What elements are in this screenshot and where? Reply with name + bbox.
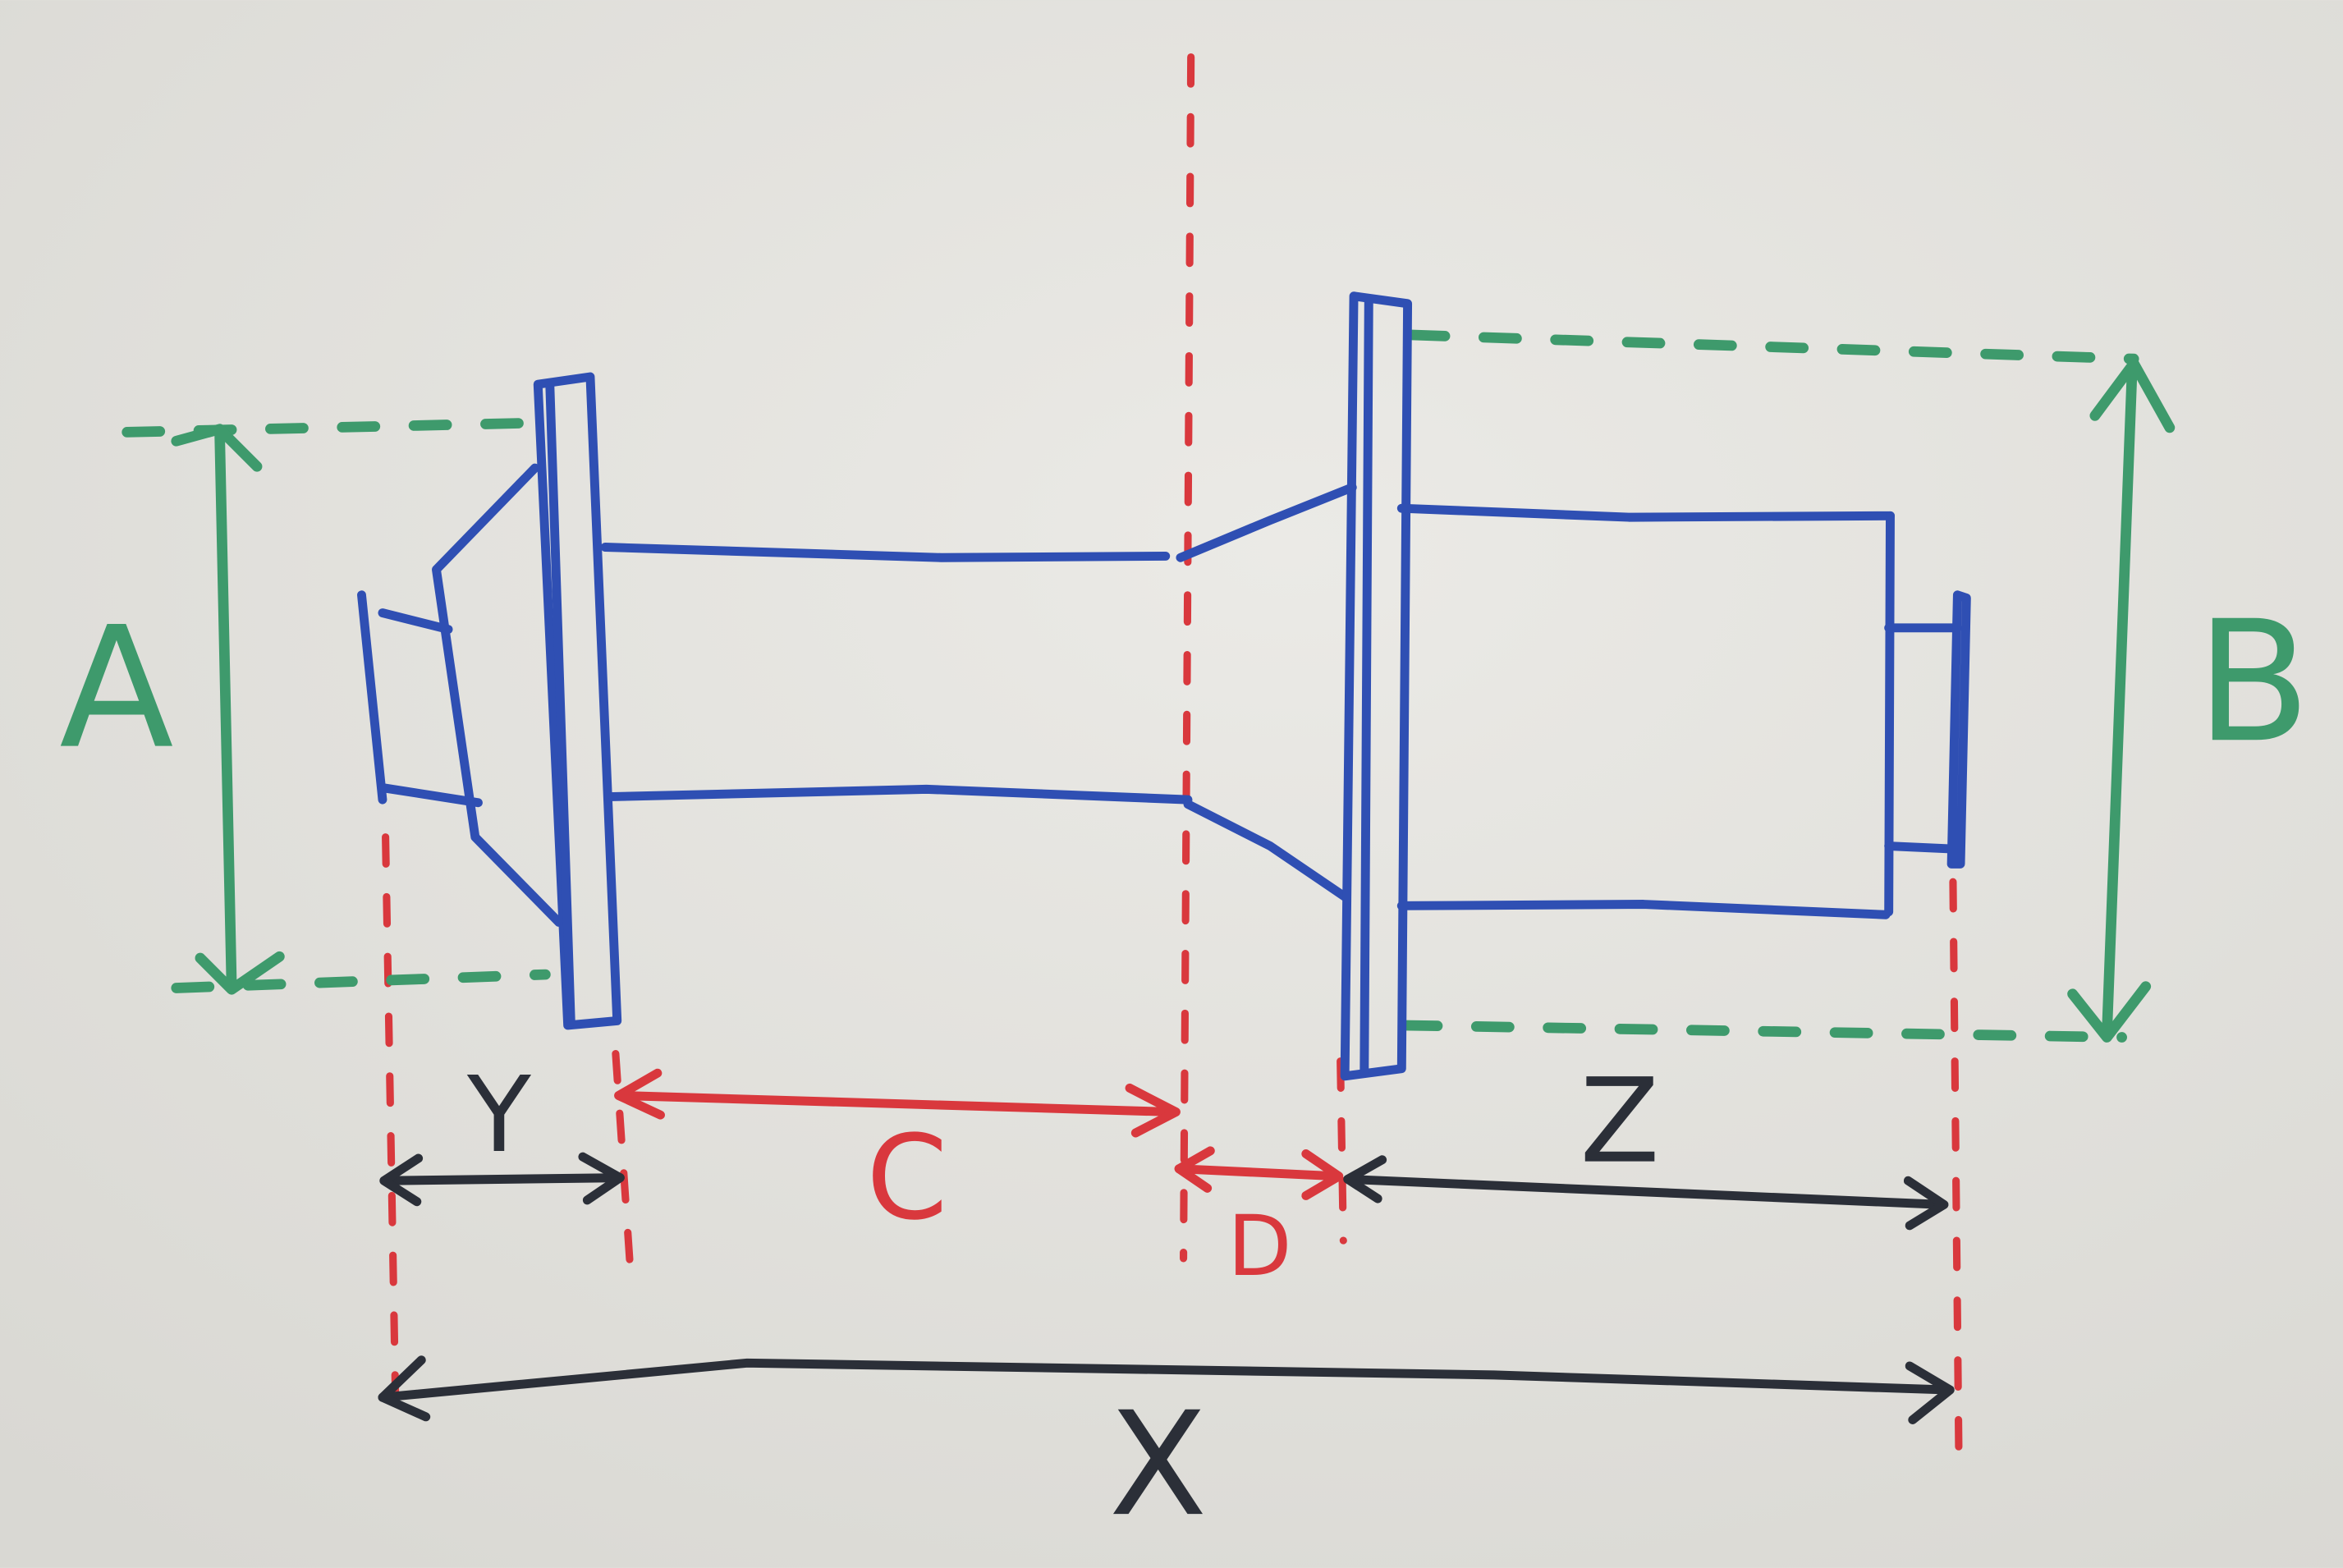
dim-x-arrowhead-left bbox=[378, 1355, 431, 1422]
dim-x-arrow-line bbox=[378, 1358, 1953, 1402]
right-body-top bbox=[1396, 503, 1895, 522]
ref-line-right-end bbox=[1949, 878, 1963, 1476]
right-body-end bbox=[1884, 511, 1895, 917]
right-neck-bottom bbox=[1183, 800, 1350, 901]
hub-part bbox=[357, 291, 1971, 1081]
left-flange-edge bbox=[545, 381, 575, 1027]
green-dimension-arrows bbox=[171, 358, 2176, 1043]
dim-a-bottom-extension bbox=[171, 969, 551, 993]
label-a: A bbox=[59, 592, 173, 786]
dim-x-arrowhead-right bbox=[1905, 1361, 1955, 1424]
ref-line-center bbox=[1180, 53, 1195, 1263]
right-neck-top bbox=[1176, 483, 1357, 562]
dim-a-arrow-line bbox=[214, 426, 237, 993]
dim-z-arrowhead-left bbox=[1343, 1155, 1387, 1204]
label-b: B bbox=[2196, 585, 2311, 780]
dim-a-arrowhead-top bbox=[171, 424, 263, 472]
label-z: Z bbox=[1580, 1054, 1659, 1190]
label-y: Y bbox=[466, 1055, 532, 1176]
right-body-bottom bbox=[1396, 900, 1891, 919]
center-shaft-top bbox=[600, 543, 1171, 562]
ref-line-flange-right bbox=[1337, 1057, 1347, 1245]
label-d: D bbox=[1227, 1198, 1291, 1295]
left-end-cap bbox=[357, 590, 387, 805]
right-flange bbox=[1340, 291, 1413, 1081]
right-flange-edge bbox=[1359, 297, 1373, 1078]
left-end-stub bbox=[378, 608, 483, 808]
dim-d-arrow-line bbox=[1174, 1164, 1342, 1181]
right-end-cap bbox=[1946, 590, 1971, 869]
reference-lines bbox=[382, 53, 1963, 1476]
dim-c-arrowhead-right bbox=[1125, 1083, 1181, 1138]
dim-b-top-extension bbox=[1406, 329, 2139, 364]
label-c: C bbox=[866, 1111, 947, 1246]
label-x: X bbox=[1109, 1382, 1208, 1548]
ref-line-flange-left bbox=[612, 1049, 635, 1277]
ref-line-left-end bbox=[382, 833, 400, 1432]
right-end-stub bbox=[1884, 623, 1962, 854]
dim-b-arrowhead-top bbox=[2089, 358, 2176, 433]
dim-y-arrow-line bbox=[381, 1173, 625, 1185]
dim-y-arrowhead-left bbox=[379, 1153, 424, 1207]
dim-d-arrowhead-right bbox=[1301, 1149, 1344, 1200]
dim-c-arrow-line bbox=[617, 1091, 1178, 1116]
left-flange bbox=[533, 372, 622, 1030]
dim-z-arrow-line bbox=[1343, 1174, 1947, 1209]
dim-a-arrowhead-bottom bbox=[195, 951, 285, 995]
left-cone-body bbox=[432, 463, 564, 927]
dim-b-arrowhead-bottom bbox=[2067, 981, 2152, 1043]
dim-b-bottom-extension bbox=[1399, 1020, 2127, 1043]
dark-dimension-arrows bbox=[378, 1152, 1955, 1424]
dim-c-arrowhead-left bbox=[614, 1068, 665, 1120]
dim-z-arrowhead-right bbox=[1903, 1176, 1949, 1231]
dim-d-arrowhead-left bbox=[1174, 1146, 1215, 1193]
center-shaft-bottom bbox=[608, 784, 1193, 805]
dim-y-arrowhead-right bbox=[578, 1152, 625, 1205]
green-extension-lines bbox=[122, 329, 2139, 1043]
red-dimension-arrows bbox=[614, 1068, 1344, 1200]
dim-b-arrow-line bbox=[2102, 360, 2138, 1040]
